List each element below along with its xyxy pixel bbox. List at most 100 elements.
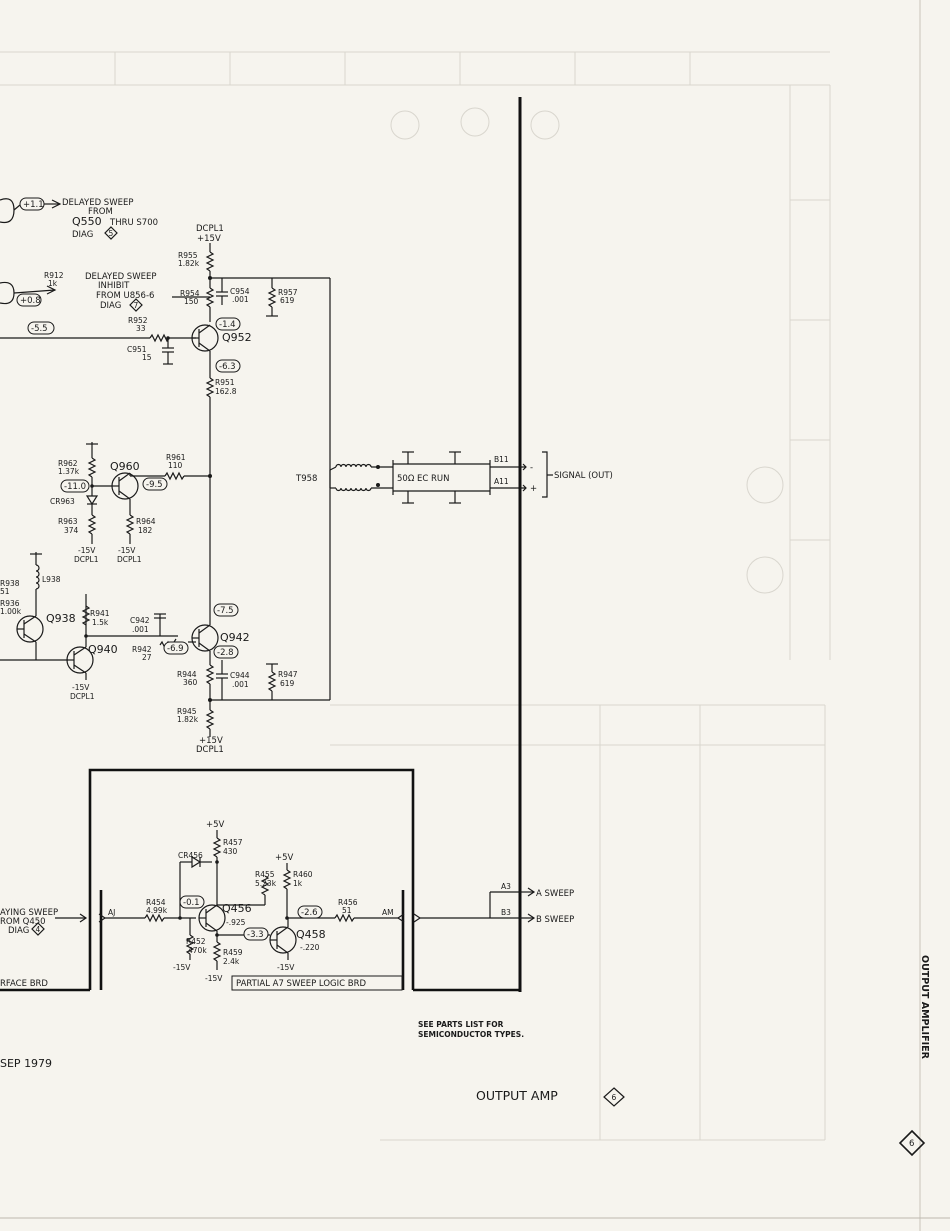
voltage-badge xyxy=(27,321,55,335)
q952-transistor xyxy=(191,324,219,352)
b11-label: B11 xyxy=(494,455,509,464)
signal-out-label: SIGNAL (OUT) xyxy=(554,471,613,481)
r951-resistor xyxy=(205,377,215,398)
r961-value: 110 xyxy=(168,461,183,470)
voltage-badge xyxy=(215,359,241,373)
c954-label: C954 xyxy=(230,287,250,296)
t958-label: T958 xyxy=(295,474,317,484)
q938-transistor xyxy=(16,615,44,643)
inhibit-label: DELAYED SWEEP xyxy=(85,272,156,282)
r460-resistor xyxy=(282,869,292,890)
r938-label: R938 xyxy=(0,579,20,588)
t958-transformer xyxy=(335,463,372,492)
voltage-badge xyxy=(142,477,168,491)
voltage-label: +0.8 xyxy=(20,296,41,306)
voltage-label: -2.8 xyxy=(217,648,234,658)
side-tab-diagram-diamond: 6 xyxy=(898,1129,926,1157)
r457-resistor xyxy=(212,837,222,858)
c942-label: C942 xyxy=(130,616,150,625)
inhibit-diag: DIAG xyxy=(100,301,121,311)
diag-diamond-5: 5 xyxy=(104,226,118,240)
c951-label: C951 xyxy=(127,345,147,354)
q-left-top xyxy=(0,198,15,224)
c954-value: .001 xyxy=(232,295,249,304)
voltage-badge xyxy=(213,645,239,659)
playing-sweep-source: ROM Q450 xyxy=(0,917,46,927)
cr963-diode xyxy=(85,495,99,506)
r962-resistor xyxy=(87,457,97,478)
r947-resistor xyxy=(267,671,277,692)
page-title: OUTPUT AMP xyxy=(476,1088,558,1103)
left-board-label: RFACE BRD xyxy=(0,979,48,989)
c944-label: C944 xyxy=(230,671,250,680)
r954-label: R954 xyxy=(180,289,200,298)
r452-value: 470k xyxy=(188,946,207,955)
cr963-label: CR963 xyxy=(50,497,75,506)
r454-value: 4.99k xyxy=(146,906,168,915)
r936-value: 1.00k xyxy=(0,607,22,616)
voltage-badge xyxy=(60,479,90,493)
r452-label: R452 xyxy=(186,937,206,946)
voltage-label: -7.5 xyxy=(217,606,234,616)
n15-label: -15V xyxy=(118,546,136,555)
r955-value: 1.82k xyxy=(178,259,200,268)
q456-transistor xyxy=(198,904,226,932)
plus-sign: + xyxy=(530,484,537,494)
cr456-label: CR456 xyxy=(178,851,203,860)
page-date: SEP 1979 xyxy=(0,1057,52,1070)
r942-value: 27 xyxy=(142,653,152,662)
r460-value: 1k xyxy=(293,879,303,888)
q458-transistor xyxy=(269,926,297,954)
am-label: AM xyxy=(382,908,394,917)
dcpl1-label: DCPL1 xyxy=(74,555,99,564)
r952-value: 33 xyxy=(136,324,146,333)
r963-resistor xyxy=(87,514,97,535)
playing-sweep-label: AYING SWEEP xyxy=(0,908,58,918)
playing-sweep-diag: DIAG xyxy=(8,926,29,936)
aj-label: AJ xyxy=(108,908,115,917)
r957-value: 619 xyxy=(280,296,295,305)
cable-label: 50Ω EC RUN xyxy=(397,474,450,484)
r459-resistor xyxy=(212,941,222,962)
q942-transistor xyxy=(191,624,219,652)
diagram-number-diamond: 6 xyxy=(603,1087,625,1107)
a-sweep-label: A SWEEP xyxy=(536,889,574,899)
r952-resistor xyxy=(149,333,170,343)
r454-resistor xyxy=(144,913,165,923)
voltage-label: +1.1 xyxy=(23,200,44,210)
r954-value: 150 xyxy=(184,297,199,306)
r912-value: 1k xyxy=(48,279,58,288)
v15-label: +15V xyxy=(199,736,223,746)
r456-value: 51 xyxy=(342,906,352,915)
voltage-badge xyxy=(16,293,42,307)
voltage-badge xyxy=(215,317,241,331)
q938-label: Q938 xyxy=(46,612,76,625)
r455-value: 5.23k xyxy=(255,879,277,888)
b3-label: B3 xyxy=(501,908,511,917)
c944-value: .001 xyxy=(232,680,249,689)
voltage-label: -6.3 xyxy=(219,362,236,372)
r955-resistor xyxy=(205,251,215,272)
voltage-label: -9.5 xyxy=(146,480,163,490)
r945-value: 1.82k xyxy=(177,715,199,724)
r963-label: R963 xyxy=(58,517,78,526)
voltage-label: -3.3 xyxy=(247,930,264,940)
r962-value: 1.37k xyxy=(58,467,80,476)
q960-transistor xyxy=(111,472,139,500)
voltage-badge xyxy=(243,927,269,941)
r961-label: R961 xyxy=(166,453,186,462)
voltage-label: -5.5 xyxy=(31,324,48,334)
r957-label: R957 xyxy=(278,288,298,297)
inhibit-source: FROM U856-6 xyxy=(96,291,154,301)
delayed-sweep-source: Q550 xyxy=(72,215,102,228)
note-line-2: SEMICONDUCTOR TYPES. xyxy=(418,1030,524,1039)
r963-value: 374 xyxy=(64,526,79,535)
voltage-badge xyxy=(213,603,239,617)
dcpl1-label: DCPL1 xyxy=(117,555,142,564)
delayed-sweep-diag: DIAG xyxy=(72,230,93,240)
r460-label: R460 xyxy=(293,870,313,879)
r936-label: R936 xyxy=(0,599,20,608)
n15-label: -15V xyxy=(78,546,96,555)
r947-value: 619 xyxy=(280,679,295,688)
v15-top: +15V xyxy=(197,234,221,244)
